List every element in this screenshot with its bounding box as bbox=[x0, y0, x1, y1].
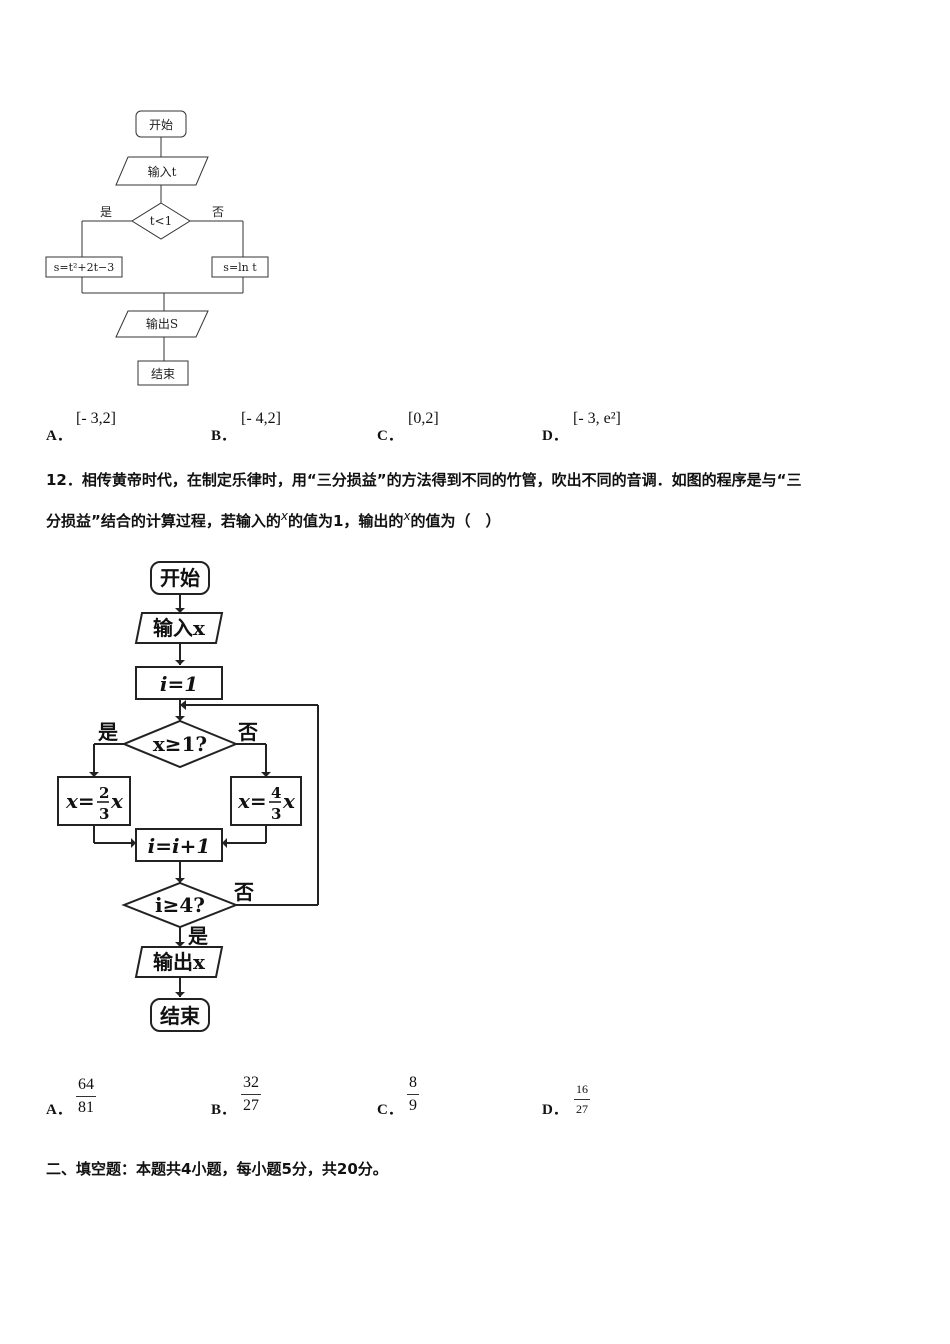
fc1-input: 输入t bbox=[148, 164, 177, 179]
q12-line2-a: 分损益”结合的计算过程，若输入的 bbox=[46, 512, 281, 530]
option-label: B． bbox=[211, 428, 237, 444]
q12-option-d: D． 16 27 bbox=[542, 1080, 622, 1130]
option-value: [0,2] bbox=[408, 410, 439, 427]
fc1-yes: 是 bbox=[100, 205, 112, 219]
denominator: 27 bbox=[576, 1102, 588, 1116]
option-fraction: 8 9 bbox=[407, 1074, 419, 1115]
fc2-loop-yes: 是 bbox=[187, 924, 208, 948]
fc2-no: 否 bbox=[237, 720, 258, 744]
q12-line2-b: 的值为1，输出的 bbox=[287, 512, 404, 530]
option-label: D． bbox=[542, 1102, 568, 1118]
fc2-left-den: 3 bbox=[99, 805, 109, 823]
q12-option-a: A． 64 81 bbox=[46, 1074, 126, 1124]
option-value: [- 3,2] bbox=[76, 410, 116, 427]
fc2-right-prefix: x= bbox=[237, 789, 267, 813]
fc2-right-num: 4 bbox=[271, 784, 281, 802]
fc1-output: 输出S bbox=[146, 316, 178, 331]
fc2-output: 输出x bbox=[153, 950, 206, 974]
flowchart-1: 开始 输入t t<1 是 否 s=t²+2t−3 s=ln t 输出S 结束 bbox=[45, 110, 269, 386]
option-fraction: 64 81 bbox=[76, 1076, 96, 1117]
numerator: 8 bbox=[407, 1074, 419, 1095]
fc1-condition: t<1 bbox=[150, 214, 173, 228]
fc2-end: 结束 bbox=[160, 1004, 201, 1028]
fc1-left-box: s=t²+2t−3 bbox=[54, 261, 115, 274]
q12-var-2: x bbox=[403, 509, 411, 523]
fc2-increment: i=i+1 bbox=[148, 834, 211, 858]
q12-var: x bbox=[280, 509, 288, 523]
fc2-loop-condition: i≥4? bbox=[155, 893, 205, 917]
numerator: 16 bbox=[574, 1082, 590, 1100]
option-label: D． bbox=[542, 428, 568, 444]
denominator: 9 bbox=[409, 1097, 417, 1114]
fc1-start: 开始 bbox=[149, 118, 173, 132]
numerator: 64 bbox=[76, 1076, 96, 1097]
fc2-condition: x≥1? bbox=[153, 732, 207, 756]
fc1-end: 结束 bbox=[151, 367, 175, 381]
fc2-left-var: x bbox=[110, 789, 124, 813]
section-heading: 二、填空题：本题共4小题，每小题5分，共20分。 bbox=[46, 1160, 388, 1178]
fc2-input: 输入x bbox=[153, 616, 206, 640]
option-value: [- 4,2] bbox=[241, 410, 281, 427]
denominator: 81 bbox=[78, 1099, 94, 1116]
option-fraction: 32 27 bbox=[241, 1074, 261, 1115]
q12-line2: 分损益”结合的计算过程，若输入的x的值为1，输出的x的值为（ ） bbox=[46, 498, 916, 539]
fc2-right-var: x bbox=[282, 789, 296, 813]
fc2-right-den: 3 bbox=[271, 805, 281, 823]
fc2-left-prefix: x= bbox=[65, 789, 95, 813]
q12-line2-c: 的值为（ ） bbox=[410, 512, 501, 530]
option-value: [- 3, e²] bbox=[573, 410, 621, 427]
denominator: 27 bbox=[243, 1097, 259, 1114]
fc2-start: 开始 bbox=[160, 566, 200, 590]
option-fraction: 16 27 bbox=[574, 1082, 590, 1117]
fc1-no: 否 bbox=[212, 205, 224, 219]
flowchart-2: 开始 输入x i=1 x≥1? 是 否 x= 2 3 x x= 4 3 x i=… bbox=[57, 561, 319, 1032]
fc1-right-box: s=ln t bbox=[223, 261, 257, 274]
option-label: C． bbox=[377, 1102, 403, 1118]
q12-option-c: C． 8 9 bbox=[377, 1072, 457, 1122]
q12-option-b: B． 32 27 bbox=[211, 1072, 291, 1122]
option-label: B． bbox=[211, 1102, 237, 1118]
q12-line1: 12．相传黄帝时代，在制定乐律时，用“三分损益”的方法得到不同的竹管，吹出不同的… bbox=[46, 471, 802, 489]
fc2-init: i=1 bbox=[160, 672, 198, 696]
numerator: 32 bbox=[241, 1074, 261, 1095]
fc2-yes: 是 bbox=[97, 720, 118, 744]
option-label: A． bbox=[46, 1102, 72, 1118]
fc2-left-num: 2 bbox=[99, 784, 109, 802]
fc2-loop-no: 否 bbox=[233, 880, 254, 904]
option-label: C． bbox=[377, 428, 403, 444]
question-12: 12．相传黄帝时代，在制定乐律时，用“三分损益”的方法得到不同的竹管，吹出不同的… bbox=[46, 462, 916, 539]
option-label: A． bbox=[46, 428, 72, 444]
